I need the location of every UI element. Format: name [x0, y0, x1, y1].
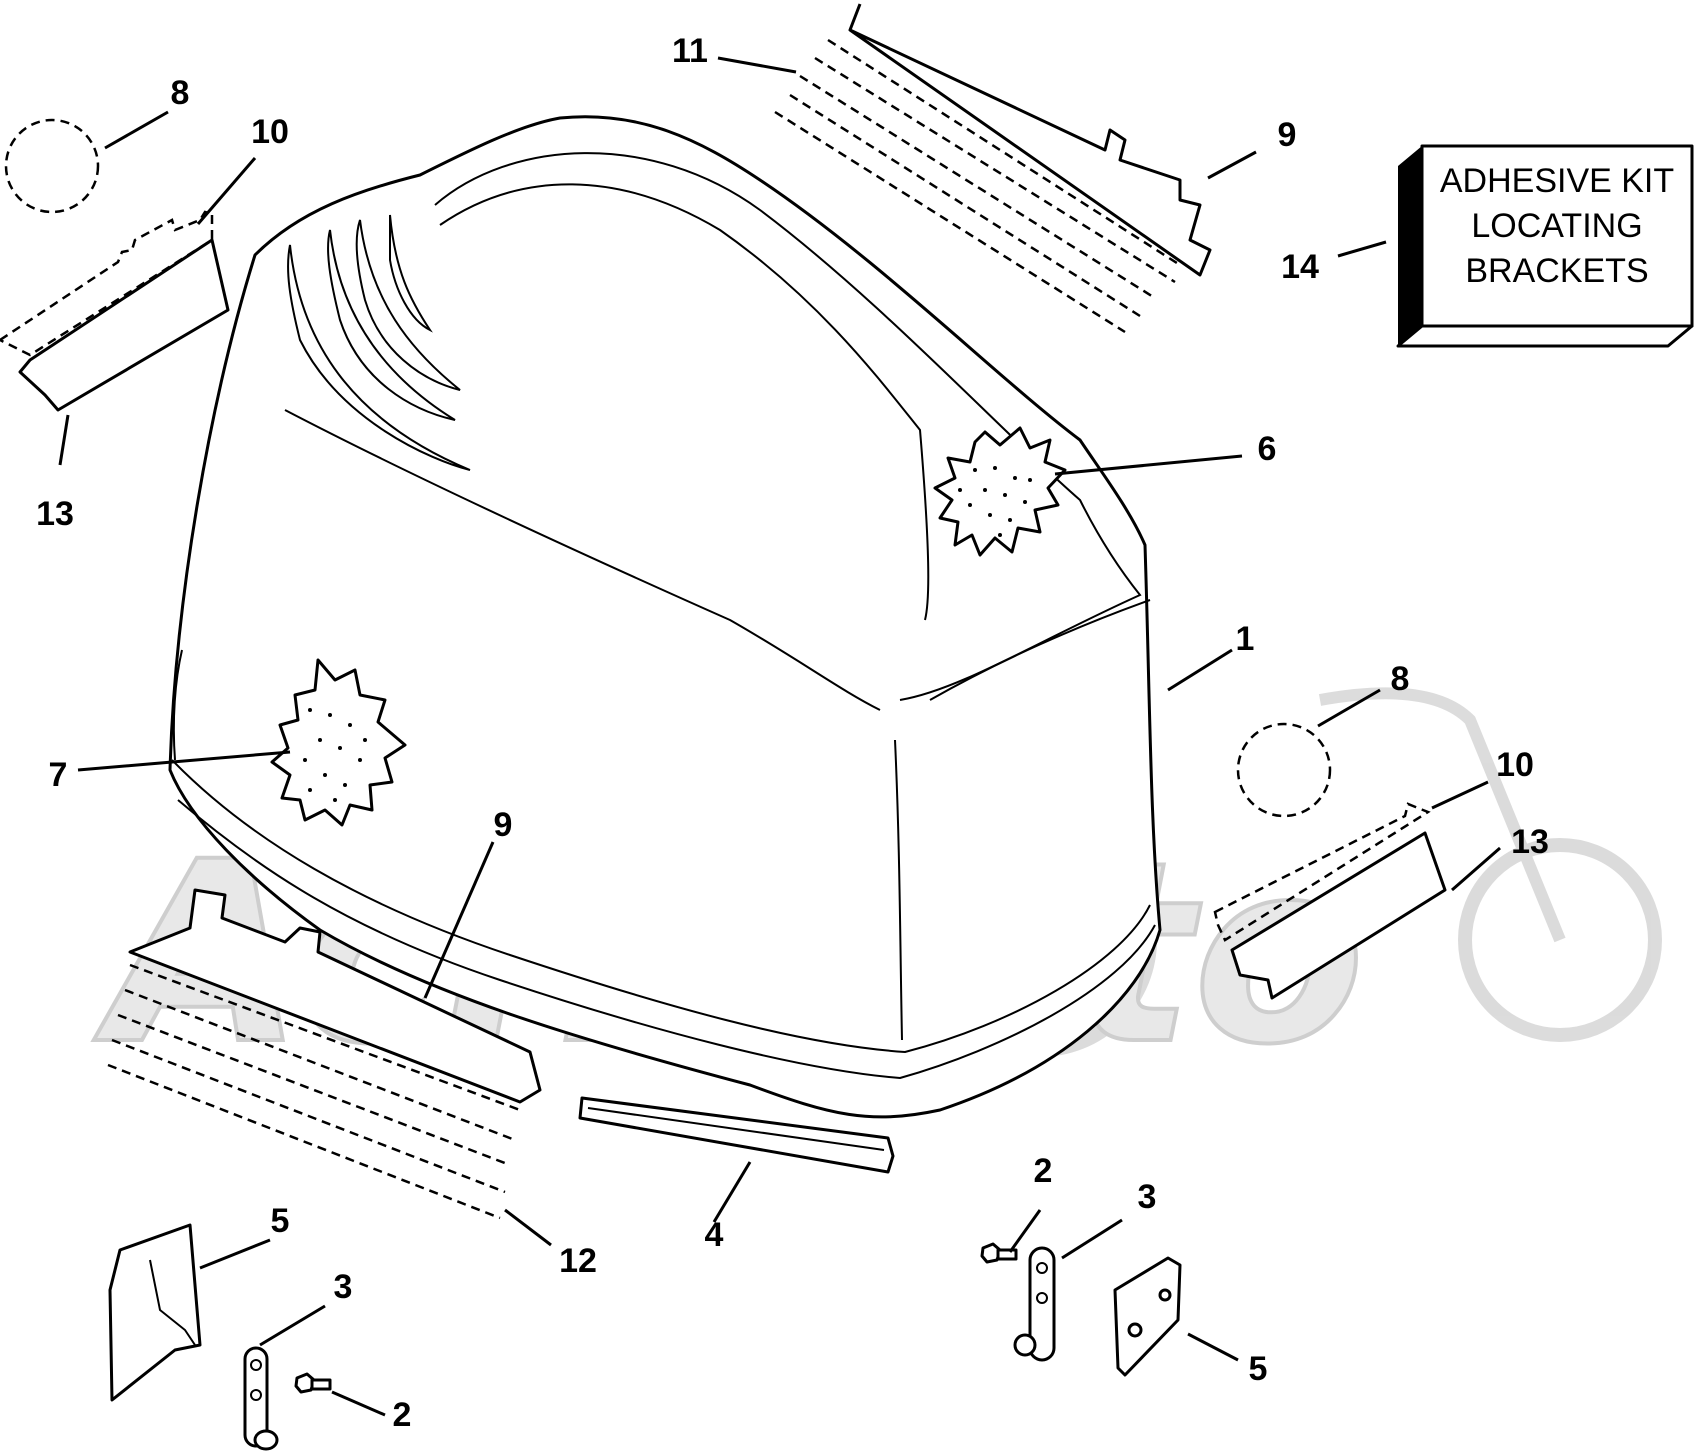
watermark-bike-frame	[1318, 687, 1566, 943]
hinge-bracket-left-detail	[149, 1259, 196, 1346]
callout-10-lower: 10	[1496, 746, 1534, 784]
callout-12: 12	[559, 1242, 597, 1280]
top-strip-dash-4	[789, 93, 1141, 318]
top-strip-dash-5	[774, 110, 1126, 334]
adhesive-kit-box: ADHESIVE KIT LOCATING BRACKETS	[1396, 144, 1694, 348]
kit-label-line-1: ADHESIVE KIT	[1440, 162, 1674, 200]
upper-left-bracket-dashed	[0, 210, 214, 357]
callout-5-right: 5	[1249, 1350, 1268, 1388]
seal-strip-groove	[587, 1107, 885, 1151]
callout-13-upper: 13	[36, 495, 74, 533]
upper-left-bracket	[0, 210, 230, 412]
hinge-pin-left	[253, 1429, 279, 1451]
callout-3-right: 3	[1138, 1178, 1157, 1216]
hinge-left	[108, 1223, 332, 1451]
decal-star-upper-dots	[958, 466, 1032, 537]
callout-5-left: 5	[271, 1202, 290, 1240]
cowl-corner-edge	[894, 739, 903, 1041]
leader-lines	[58, 56, 1501, 1417]
callout-4: 4	[705, 1216, 724, 1254]
kit-box-front	[1420, 144, 1694, 328]
cowl-body	[168, 115, 1162, 1119]
cowl-top-recess	[439, 183, 930, 621]
hinge-plate-right	[1113, 1256, 1182, 1377]
top-strip-dash-3	[799, 74, 1156, 300]
vent-slot-1	[287, 244, 471, 471]
vent-slot-4	[389, 214, 433, 333]
right-bracket-solid	[1230, 831, 1447, 1000]
callout-3-left: 3	[334, 1268, 353, 1306]
hinge-right	[980, 1242, 1182, 1377]
air-intake-vents	[287, 214, 471, 471]
cowl-assembly	[168, 115, 1162, 1119]
adhesive-circle-lower	[1236, 722, 1332, 818]
callout-9-upper: 9	[1278, 116, 1297, 154]
decal-star-lower	[270, 658, 407, 827]
cowl-side-crease	[284, 409, 881, 711]
watermark-wheel-right	[1458, 838, 1662, 1042]
kit-box-side	[1398, 146, 1422, 346]
lower-adhesive-strip	[107, 888, 542, 1220]
hinge-link-right-hole-1	[1036, 1262, 1048, 1274]
kit-label-line-2: LOCATING	[1471, 207, 1642, 245]
top-strip-dash-1	[827, 38, 1181, 267]
callout-8-lower: 8	[1391, 660, 1410, 698]
cowl-left-ridge	[172, 649, 183, 761]
callout-14: 14	[1281, 248, 1319, 286]
seal-strip	[578, 1096, 895, 1174]
adhesive-circle-upper	[4, 118, 100, 214]
callout-1: 1	[1236, 620, 1255, 658]
upper-left-bracket-solid	[18, 238, 230, 412]
cowl-base-band-2	[171, 759, 1151, 1054]
top-bracket-9	[848, 3, 1212, 277]
callout-9-lower: 9	[494, 806, 513, 844]
callout-2-right: 2	[1034, 1152, 1053, 1190]
callout-11: 11	[672, 32, 708, 70]
cowl-base-band	[177, 799, 1156, 1080]
callout-10-upper: 10	[251, 113, 289, 151]
lower-bracket-9	[128, 888, 542, 1104]
callout-8-upper: 8	[171, 74, 190, 112]
right-bracket-dashed	[1213, 802, 1431, 942]
callout-labels: 11 8 10 9 14 13 6 1 8 10 13 7 9 12 4 5 3…	[36, 32, 1549, 1434]
callout-6: 6	[1258, 430, 1277, 468]
callout-2-left: 2	[393, 1396, 412, 1434]
lower-strip-dash-5	[107, 1063, 501, 1220]
lower-strip-dash-1	[129, 963, 521, 1112]
kit-label-line-3: BRACKETS	[1465, 252, 1648, 290]
cowl-top-panel	[434, 152, 1142, 701]
hinge-bracket-left	[108, 1223, 202, 1402]
right-bracket	[1213, 802, 1447, 1000]
lower-strip-dash-3	[117, 1013, 511, 1167]
hinge-link-right-hole-2	[1036, 1292, 1048, 1304]
top-adhesive-strip	[774, 3, 1212, 334]
hinge-link-left-hole-1	[250, 1359, 262, 1371]
hinge-pin-right	[1013, 1333, 1037, 1357]
kit-box-bottom	[1396, 324, 1694, 348]
hinge-plate-right-hole	[1127, 1322, 1143, 1338]
callout-13-lower: 13	[1511, 823, 1549, 861]
decal-star-lower-dots	[303, 708, 367, 802]
vent-slot-2	[327, 229, 456, 421]
screw-right	[980, 1242, 1018, 1264]
callout-7: 7	[49, 756, 68, 794]
top-strip-dash-2	[814, 56, 1176, 284]
lower-strip-dash-4	[111, 1038, 506, 1194]
hinge-link-left-hole-2	[250, 1389, 262, 1401]
screw-left	[294, 1372, 332, 1394]
decal-star-upper	[933, 426, 1067, 557]
cowl-upper-crease	[929, 599, 1151, 701]
hinge-plate-right-bolt	[1158, 1288, 1172, 1302]
vent-slot-3	[355, 219, 461, 391]
lower-strip-dash-2	[124, 988, 516, 1142]
